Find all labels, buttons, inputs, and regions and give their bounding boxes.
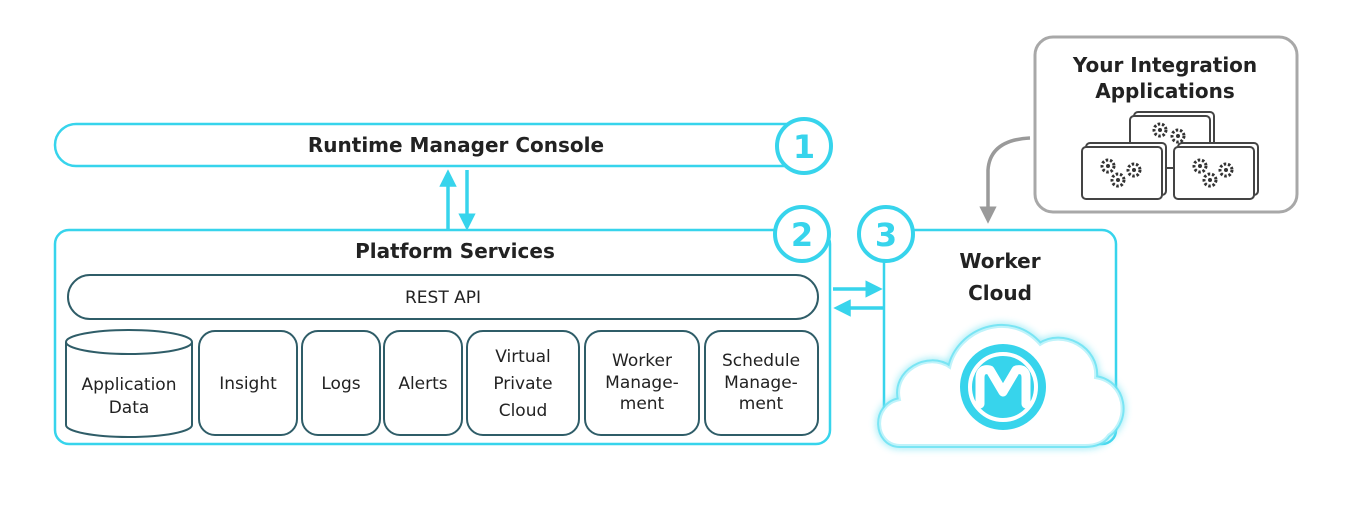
- badge-2-number: 2: [791, 216, 813, 254]
- vpc-line3: Cloud: [499, 401, 548, 421]
- platform-services-label: Platform Services: [355, 239, 555, 263]
- vpc-line1: Virtual: [495, 347, 551, 367]
- integration-apps-line1: Your Integration: [1072, 53, 1257, 77]
- worker-mgmt-line2: Manage-: [605, 373, 679, 393]
- schedule-mgmt-line1: Schedule: [722, 351, 800, 371]
- badge-1-number: 1: [793, 128, 815, 166]
- deploy-arrow: [979, 136, 1031, 224]
- schedule-management: Schedule Manage- ment: [704, 330, 819, 436]
- rest-api: REST API: [67, 274, 819, 320]
- worker-management: Worker Manage- ment: [584, 330, 700, 436]
- rest-api-label: REST API: [405, 288, 481, 308]
- badge-3-number: 3: [875, 216, 897, 254]
- alerts: Alerts: [383, 330, 463, 436]
- console-platform-arrows: [439, 169, 476, 231]
- application-data: Application Data: [65, 329, 193, 438]
- insight: Insight: [198, 330, 298, 436]
- vpc-line2: Private: [493, 374, 552, 394]
- worker-cloud-line1: Worker: [959, 249, 1040, 273]
- alerts-label: Alerts: [398, 374, 447, 394]
- badge-3: 3: [857, 205, 915, 263]
- runtime-manager-console: Runtime Manager Console: [53, 122, 827, 168]
- platform-worker-arrows: [833, 280, 884, 317]
- worker-mgmt-line3: ment: [620, 394, 665, 414]
- mule-logo-icon: [960, 344, 1046, 430]
- worker-mgmt-line1: Worker: [612, 351, 672, 371]
- badge-2: 2: [773, 205, 831, 263]
- logs: Logs: [301, 330, 381, 436]
- application-data-line2: Data: [109, 398, 150, 418]
- insight-label: Insight: [219, 374, 277, 394]
- application-data-line1: Application: [82, 375, 177, 395]
- console-label: Runtime Manager Console: [308, 133, 604, 157]
- virtual-private-cloud: Virtual Private Cloud: [466, 330, 580, 436]
- integration-applications-box: Your Integration Applications: [1033, 35, 1299, 214]
- app-stack-icon: [1081, 111, 1259, 200]
- worker-cloud-line2: Cloud: [968, 281, 1032, 305]
- badge-1: 1: [775, 117, 833, 175]
- integration-apps-line2: Applications: [1095, 79, 1234, 103]
- schedule-mgmt-line3: ment: [739, 394, 784, 414]
- logs-label: Logs: [321, 374, 360, 394]
- schedule-mgmt-line2: Manage-: [724, 373, 798, 393]
